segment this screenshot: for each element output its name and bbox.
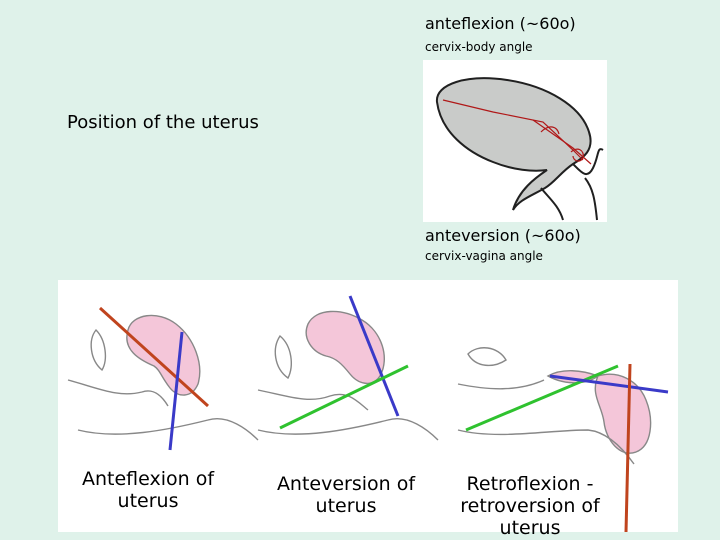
uterus-body (435, 77, 592, 211)
bladder-shape (90, 328, 107, 372)
anteflexion-value: (~60o) (514, 14, 576, 33)
angle-arc-anteflexion (540, 126, 560, 135)
panel-anteflexion (67, 306, 259, 451)
body-axis-annotation (442, 99, 584, 161)
panel-retroflexion-retroversion (457, 347, 669, 532)
anteversion-description: cervix-vagina angle (425, 249, 543, 263)
anteversion-heading: anteversion (~60o) (425, 226, 581, 245)
vagina-outline (540, 177, 598, 221)
angle-arc-anteversion (570, 148, 584, 162)
uterus-sagittal-illustration (423, 60, 607, 222)
uterus-positions-svg (67, 295, 669, 532)
bladder-shape (274, 334, 292, 380)
cervix-axis-annotation (532, 119, 592, 165)
uterus-sagittal-svg (423, 75, 607, 222)
uterus-positions-panel: Anteflexion of uterus Anteversion of ute… (58, 280, 678, 539)
anteflexion-heading: anteflexion (~60o) (425, 14, 576, 33)
body-axis-line (624, 363, 632, 532)
uterus-shape (594, 373, 652, 454)
caption-retroflexion-retroversion: Retroflexion - retroversion of uterus (460, 473, 600, 539)
cervix-canal (572, 148, 604, 176)
anteversion-term: anteversion (425, 226, 520, 245)
main-title: Position of the uterus (67, 112, 259, 133)
anteflexion-term: anteflexion (425, 14, 515, 33)
pelvic-floor-outline (67, 379, 259, 441)
uterus-shape (126, 314, 201, 396)
pelvic-floor-outline (257, 389, 439, 441)
uterus-shape (305, 310, 385, 384)
bladder-shape (467, 347, 507, 367)
vagina-axis-line (279, 364, 409, 430)
pelvic-floor-outline (457, 379, 635, 465)
anteversion-value: (~60o) (519, 226, 581, 245)
cervix-axis-line (549, 374, 669, 394)
body-axis-line (98, 306, 210, 408)
cervix-axis-line (348, 295, 400, 417)
caption-anteflexion: Anteflexion of uterus (81, 468, 215, 512)
caption-anteversion: Anteversion of uterus (276, 473, 416, 517)
panel-anteversion (257, 295, 439, 441)
cervix-axis-line (168, 331, 184, 451)
anteflexion-description: cervix-body angle (425, 40, 533, 54)
vagina-axis-line (465, 364, 619, 432)
